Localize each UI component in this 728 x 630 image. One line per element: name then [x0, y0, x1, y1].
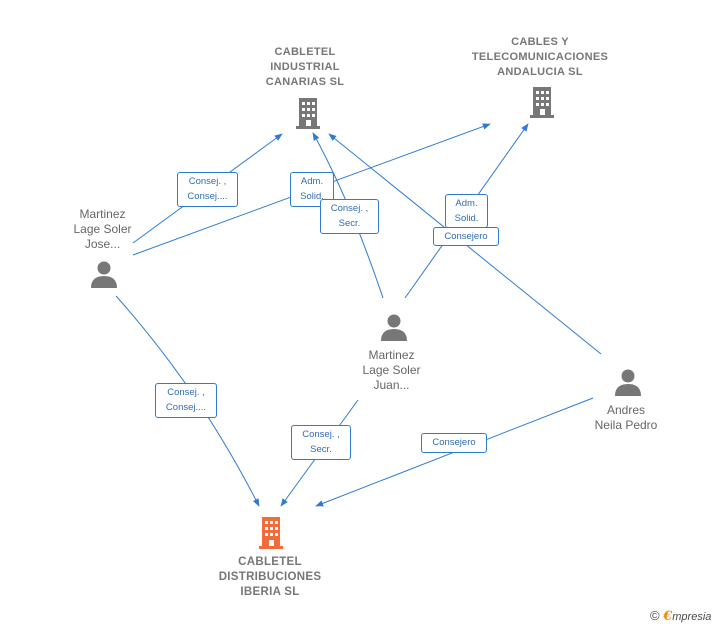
relation-text: Adm. — [300, 176, 324, 187]
relation-text: Consej. , — [188, 176, 227, 187]
person-andres-label[interactable]: Andres Neila Pedro — [581, 403, 671, 433]
relation-text: Consejero — [444, 231, 488, 242]
person-jose-label[interactable]: Martinez Lage Soler Jose... — [55, 207, 150, 252]
relation-badge[interactable]: Consej. , Secr. — [291, 425, 351, 460]
company-name-line: TELECOMUNICACIONES — [471, 51, 609, 63]
relation-badge[interactable]: Consejero — [421, 433, 487, 453]
building-icon[interactable] — [255, 515, 287, 551]
relation-text: Consejero — [432, 437, 476, 448]
company-cabletel-distribuciones-label[interactable]: CABLETEL DISTRIBUCIONES IBERIA SL — [205, 555, 335, 600]
relation-badge[interactable]: Consej. , Secr. — [320, 199, 379, 234]
relation-text: Consej. , — [167, 387, 205, 398]
company-name-line: DISTRIBUCIONES — [218, 571, 322, 583]
relation-text: Secr. — [310, 444, 332, 455]
company-name-line: CABLETEL — [274, 46, 336, 58]
person-name-line: Juan... — [373, 378, 410, 392]
company-name-line: INDUSTRIAL — [270, 61, 340, 73]
company-cabletel-industrial-label[interactable]: CABLETEL INDUSTRIAL CANARIAS SL — [245, 45, 365, 90]
person-name-line: Jose... — [84, 237, 121, 251]
company-name-line: CABLES Y — [511, 36, 569, 48]
relation-text: Solid. — [454, 213, 479, 224]
person-name-line: Neila Pedro — [594, 418, 658, 432]
person-icon[interactable] — [89, 259, 119, 289]
relation-text: Consej.... — [165, 402, 207, 413]
company-name-line: IBERIA SL — [240, 586, 300, 598]
relation-text: Consej. , — [302, 429, 340, 440]
company-name-line: ANDALUCIA SL — [497, 66, 583, 78]
building-icon[interactable] — [526, 85, 558, 119]
copyright-symbol: © — [650, 608, 660, 623]
person-name-line: Lage Soler — [362, 363, 421, 377]
person-name-line: Martinez — [368, 348, 415, 362]
company-cables-telecom-label[interactable]: CABLES Y TELECOMUNICACIONES ANDALUCIA SL — [465, 35, 615, 80]
person-juan-label[interactable]: Martinez Lage Soler Juan... — [344, 348, 439, 393]
company-name-line: CANARIAS SL — [265, 76, 345, 88]
person-name-line: Andres — [606, 403, 646, 417]
empresia-logo-text: mpresia — [672, 611, 712, 623]
relation-text: Adm. — [455, 198, 478, 209]
person-icon[interactable] — [613, 367, 643, 397]
relation-badge[interactable]: Adm. Solid. — [445, 194, 488, 228]
company-name-line: CABLETEL — [238, 556, 302, 568]
relation-text: Consej.... — [187, 191, 228, 202]
person-icon[interactable] — [379, 312, 409, 342]
copyright-notice: © €mpresia — [650, 608, 711, 624]
person-name-line: Lage Soler — [73, 222, 132, 236]
relation-badge[interactable]: Consej. , Consej.... — [177, 172, 238, 207]
building-icon[interactable] — [292, 96, 324, 130]
person-name-line: Martinez — [79, 207, 126, 221]
relation-badge[interactable]: Adm. Solid. — [290, 172, 334, 207]
relation-badge[interactable]: Consej. , Consej.... — [155, 383, 217, 418]
relation-text: Secr. — [338, 218, 361, 229]
empresia-logo-initial: € — [663, 609, 673, 624]
relation-text: Consej. , — [330, 203, 369, 214]
relation-badge[interactable]: Consejero — [433, 227, 499, 246]
relation-text: Solid. — [300, 191, 324, 202]
